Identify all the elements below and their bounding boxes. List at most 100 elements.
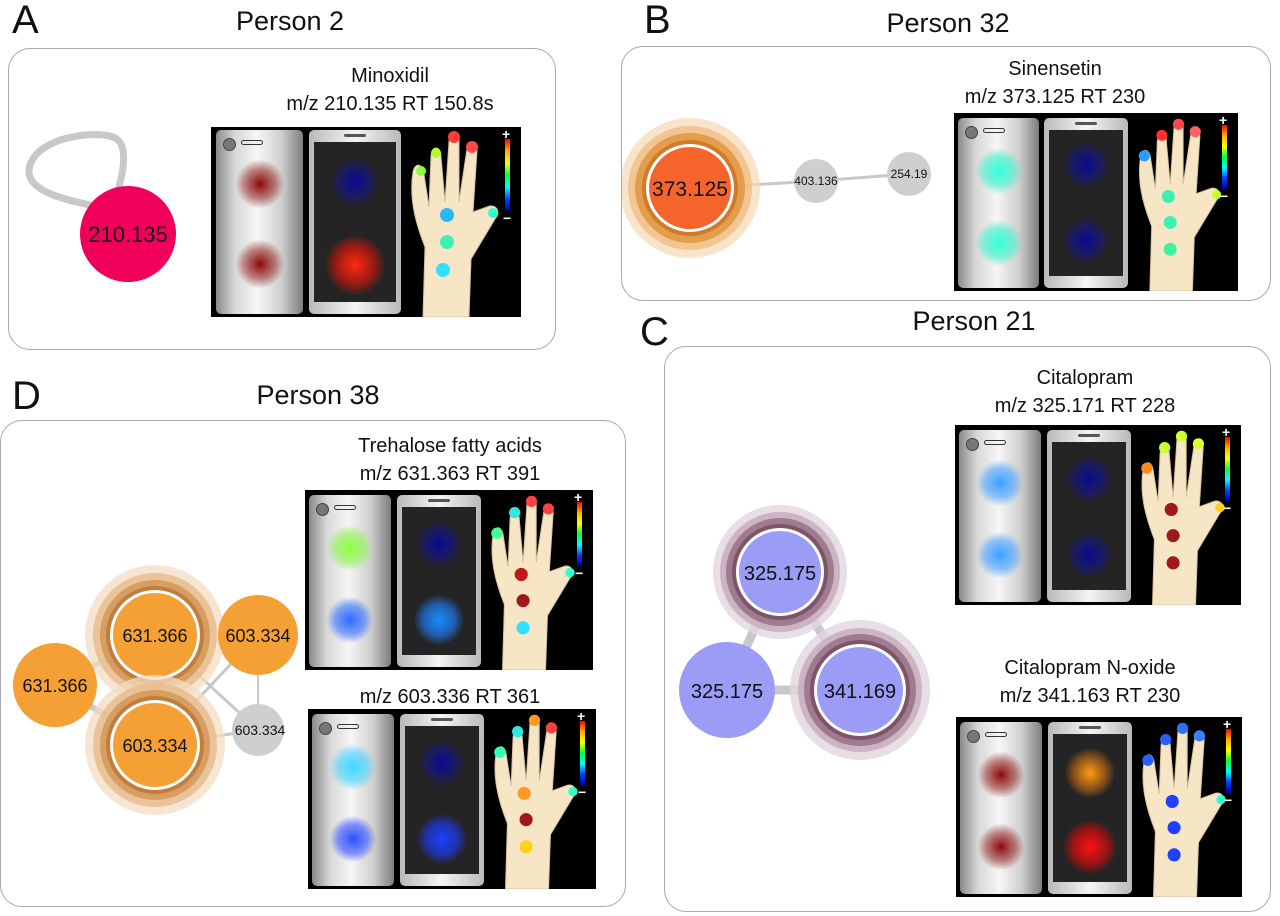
colorbar-max: + [1222, 425, 1231, 440]
hand-icon [1142, 722, 1226, 897]
person-title-b: Person 32 [886, 8, 1010, 38]
colorbar [1226, 729, 1231, 793]
compound-name-c2: Citalopram N-oxide m/z 341.163 RT 230 [960, 654, 1220, 710]
mz-rt-label: m/z 631.363 RT 391 [359, 463, 541, 485]
heat-spot [976, 148, 1022, 194]
compound-name: Sinensetin [1008, 58, 1102, 80]
colorbar [505, 139, 510, 211]
heat-spot [414, 595, 464, 645]
heat-spot [978, 752, 1024, 798]
speaker-icon [431, 718, 453, 721]
panel-letter-a: A [12, 0, 39, 42]
colorbar-min: − [575, 565, 584, 581]
mz-rt-label: m/z 341.163 RT 230 [999, 685, 1181, 707]
colorbar-min: − [503, 210, 512, 226]
compound-name-c1: Citalopram m/z 325.171 RT 228 [960, 364, 1210, 420]
heat-spot [330, 744, 376, 790]
network-node[interactable] [739, 531, 821, 613]
node-label: 341.169 [824, 681, 896, 703]
panel-letter-b: B [644, 0, 671, 42]
phone-back [958, 118, 1039, 288]
network-node[interactable] [817, 647, 903, 733]
camera-icon [966, 438, 979, 451]
colorbar-max: + [577, 709, 586, 724]
heat-spot [1066, 456, 1112, 502]
speaker-icon [985, 732, 1007, 737]
network-node[interactable] [794, 159, 838, 203]
network-node[interactable] [113, 703, 197, 787]
node-label: 603.334 [235, 722, 286, 738]
compound-name: Citalopram [1036, 367, 1134, 389]
network-node[interactable] [113, 593, 197, 677]
heat-spot [977, 460, 1023, 506]
phone-back [960, 722, 1042, 894]
network-node[interactable] [232, 704, 284, 756]
network-node[interactable] [218, 595, 298, 675]
speaker-icon [337, 724, 359, 729]
colorbar-max: + [1219, 113, 1228, 128]
speaker-icon [1079, 726, 1101, 729]
colorbar-max: + [502, 127, 511, 142]
node-label: 373.125 [652, 178, 728, 201]
speaker-icon [241, 140, 263, 145]
hand-icon [1138, 118, 1222, 291]
heat-spot [978, 824, 1024, 870]
colorbar [577, 502, 582, 566]
heat-spot [236, 240, 284, 288]
person-title-c: Person 21 [912, 306, 1036, 336]
phone-front [397, 495, 481, 667]
sample-image-a: + − [211, 127, 521, 317]
network-node[interactable] [679, 642, 775, 738]
hand-icon [491, 495, 575, 670]
colorbar [580, 721, 585, 785]
heat-spot [1063, 218, 1109, 264]
heat-spot [1066, 532, 1112, 578]
phone-front [1044, 118, 1128, 288]
network-a: 210.135 [25, 131, 176, 282]
speaker-icon [344, 134, 366, 137]
self-loop-edge [25, 131, 128, 214]
network-node[interactable] [80, 186, 176, 282]
speaker-icon [984, 440, 1006, 445]
network-c: 325.175 341.169 325.175 [679, 505, 930, 760]
heat-spot [976, 220, 1022, 266]
node-label: 325.175 [744, 563, 816, 585]
compound-name: Minoxidil [351, 65, 429, 87]
heat-spot [1063, 142, 1109, 188]
node-label: 603.334 [225, 626, 290, 646]
heat-spot [1063, 820, 1117, 874]
camera-icon [967, 730, 980, 743]
mz-rt-label: m/z 210.135 RT 150.8s [286, 93, 494, 115]
panel-letter-c: C [640, 310, 669, 354]
phone-back [312, 714, 394, 886]
heat-spot [330, 816, 376, 862]
colorbar-min: − [578, 784, 587, 800]
camera-icon [223, 138, 236, 151]
heat-spot [416, 521, 462, 567]
network-b: 373.125 403.136 254.19 [622, 118, 931, 258]
colorbar-min: − [1224, 792, 1233, 808]
speaker-icon [1078, 434, 1100, 437]
camera-icon [316, 503, 329, 516]
compound-name-d1: Trehalose fatty acids m/z 631.363 RT 391 [300, 432, 600, 488]
speaker-icon [334, 505, 356, 510]
heat-spot [977, 532, 1023, 578]
network-node[interactable] [13, 643, 97, 727]
node-label: 631.366 [22, 676, 87, 696]
person-title-a: Person 2 [235, 6, 345, 36]
network-node[interactable] [649, 147, 731, 229]
person-title-d: Person 38 [256, 380, 380, 410]
camera-icon [965, 126, 978, 139]
heat-spot [419, 740, 465, 786]
sample-image-c2: + − [956, 717, 1242, 897]
heat-spot [331, 158, 379, 206]
speaker-icon [983, 128, 1005, 133]
mz-rt-label: m/z 603.336 RT 361 [359, 686, 541, 708]
speaker-icon [1075, 122, 1097, 125]
heat-spot [327, 597, 373, 643]
heat-spot [327, 525, 373, 571]
sample-image-d1: + − [305, 490, 593, 670]
mz-rt-label: m/z 373.125 RT 230 [964, 86, 1146, 108]
compound-name-b: Sinensetin m/z 373.125 RT 230 [930, 55, 1180, 111]
network-node[interactable] [887, 152, 931, 196]
